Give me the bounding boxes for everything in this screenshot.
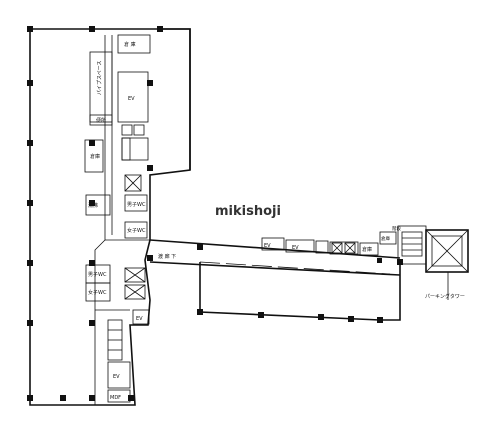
parking-tower: パーキングタワー	[425, 229, 469, 300]
room-bridge-ev2: EV	[292, 245, 299, 251]
room-pipe-space: パイプスペース	[97, 61, 103, 95]
room-toilet-upper: 便所	[96, 117, 106, 124]
main-columns	[27, 26, 163, 401]
bridge-corridor: 渡 廊 下	[149, 239, 401, 276]
main-building	[29, 28, 191, 406]
label-bridge-corridor: 渡 廊 下	[158, 253, 176, 260]
room-storage-top: 倉 庫	[124, 41, 136, 48]
room-bottom-label: MDF	[110, 395, 121, 401]
room-bridge-ev1: EV	[264, 243, 271, 249]
label-parking-tower: パーキングタワー	[425, 293, 465, 300]
room-warehouse: 倉庫	[90, 153, 100, 160]
room-ev-hall: EV	[128, 96, 135, 102]
room-toilet-w2: 女子WC	[88, 289, 107, 296]
watermark: mikishoji	[215, 204, 281, 219]
room-toilet-m2: 男子WC	[88, 271, 107, 278]
room-bridge-store: 倉庫	[362, 246, 372, 253]
room-tower-stair: 階段	[392, 225, 401, 232]
room-toilet-women: 女子WC	[127, 227, 146, 234]
annex-building: EV EV 倉庫 倉庫	[197, 231, 403, 323]
room-kitchen: 湯沸	[88, 202, 98, 209]
room-toilet-mid: 男子WC	[127, 201, 146, 208]
core-rooms: 倉 庫 パイプスペース EV 便所 倉庫 湯沸 男子WC 女子WC 男子WC 女…	[84, 34, 151, 403]
room-lower-ev: EV	[113, 374, 120, 380]
room-lower-small: EV	[136, 316, 143, 322]
room-bridge-store2: 倉庫	[381, 235, 390, 242]
